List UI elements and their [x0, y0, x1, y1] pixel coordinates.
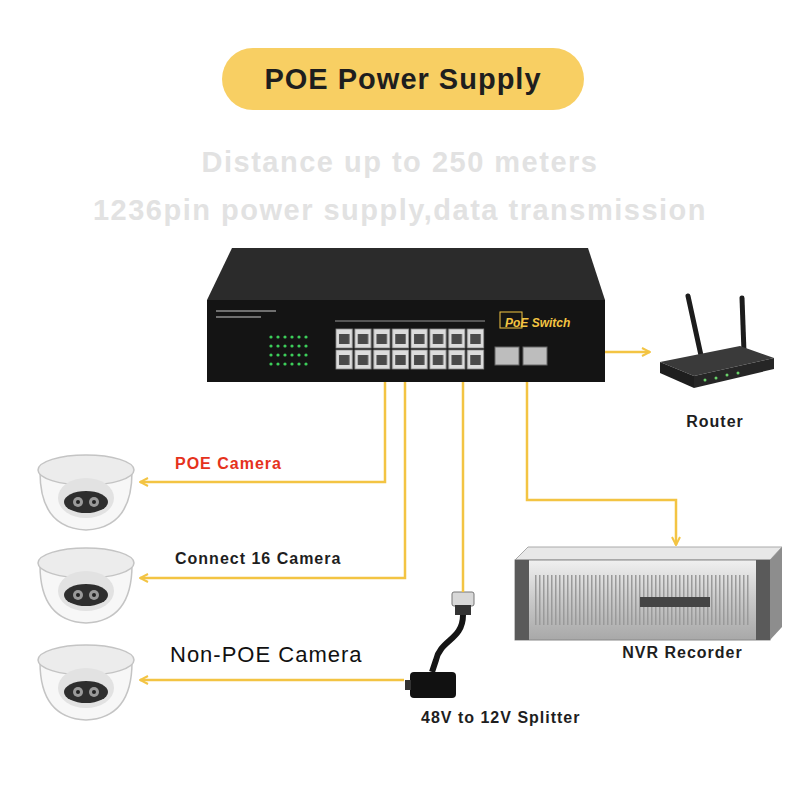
non-poe-camera: Non-POE Camera: [32, 638, 140, 722]
nvr-side: [770, 547, 782, 640]
nvr-top: [515, 547, 782, 560]
poe-camera: Connect 16 Camera: [32, 541, 140, 625]
rack-ear: [756, 560, 770, 640]
router-light: [704, 379, 707, 382]
poe-splitter: 48V to 12V Splitter: [404, 592, 476, 700]
nvr-panel: [640, 597, 710, 607]
cable-connector: [605, 351, 650, 354]
uplink-port: [523, 347, 547, 365]
plug-boot: [455, 605, 471, 615]
device-label: NVR Recorder: [550, 643, 800, 663]
nvr-recorder: NVR Recorder: [515, 545, 780, 640]
poe-switch: PoE Switch: [205, 245, 605, 382]
led-panel: [268, 334, 310, 370]
watermark-text: 1236pin power supply,data transmission: [0, 194, 800, 227]
cable-connector: [462, 382, 465, 592]
splitter-cable: [432, 615, 463, 672]
cable-connector: [140, 382, 385, 482]
router-light: [726, 374, 729, 377]
router-light: [715, 377, 718, 380]
title-pill: POE Power Supply: [222, 48, 584, 110]
switch-print: [216, 310, 276, 312]
device-label: PoE Switch: [505, 313, 570, 333]
cable-connector: [140, 679, 404, 682]
dome-camera: [38, 455, 134, 530]
switch-front: [207, 300, 605, 382]
cable-connector: [140, 382, 405, 578]
router-antenna: [742, 298, 744, 352]
cable-connector: [527, 382, 676, 545]
switch-top: [207, 248, 605, 300]
device-label: Router: [650, 412, 780, 432]
device-label: POE Camera: [175, 454, 282, 474]
poe-camera: POE Camera: [32, 448, 140, 532]
switch-print: [216, 316, 261, 318]
device-label: Connect 16 Camera: [175, 549, 341, 569]
router-light: [737, 372, 740, 375]
dc-jack: [405, 680, 411, 690]
router-front: [694, 358, 774, 388]
router-side: [660, 362, 694, 388]
device-label: Non-POE Camera: [170, 642, 363, 668]
rj45-ports: [335, 328, 485, 370]
dome-camera: [38, 645, 134, 720]
router: Router: [650, 290, 780, 385]
port-numbers: [335, 320, 485, 322]
device-label: 48V to 12V Splitter: [421, 708, 581, 728]
splitter-body: [410, 672, 456, 698]
nvr-vents: [535, 575, 750, 625]
router-antenna: [688, 296, 702, 360]
uplink-port: [495, 347, 519, 365]
diagram-title: POE Power Supply: [264, 63, 541, 96]
rack-ear: [515, 560, 529, 640]
dome-camera: [38, 548, 134, 623]
nvr-front: [515, 560, 770, 640]
rj45-plug: [452, 592, 474, 606]
watermark-text: Distance up to 250 meters: [0, 146, 800, 179]
